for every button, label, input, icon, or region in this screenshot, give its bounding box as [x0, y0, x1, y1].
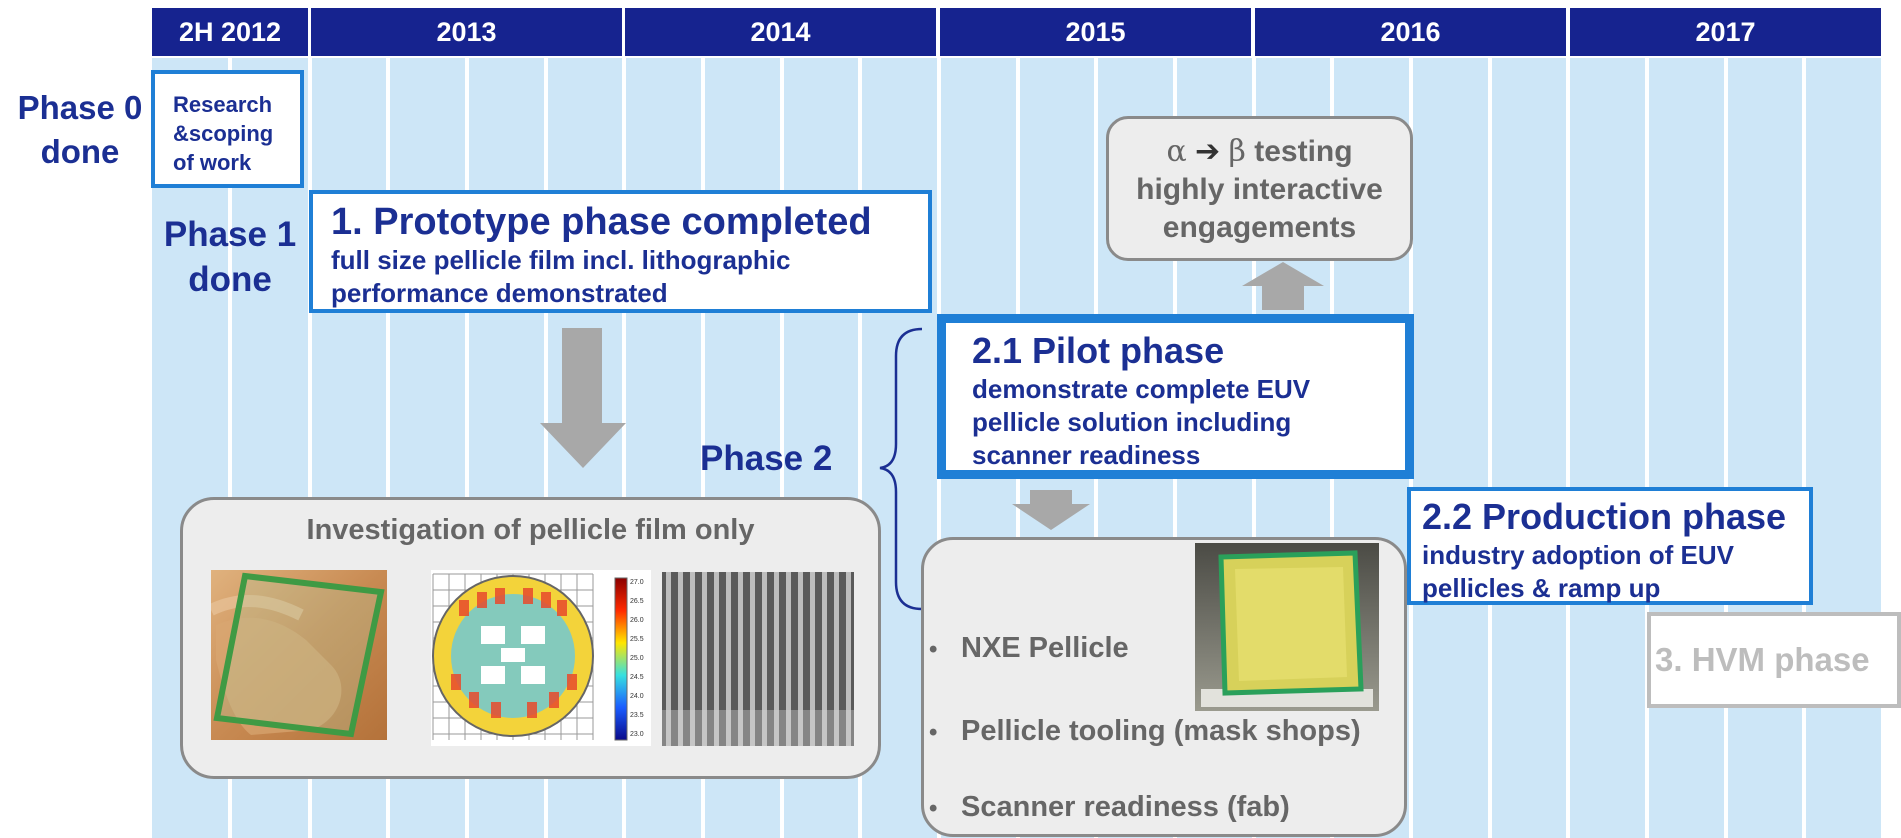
hvm-phase-box: 3. HVM phase [1647, 612, 1901, 708]
grid-line [386, 58, 390, 838]
deliverable-label: NXE Pellicle [961, 632, 1129, 664]
year-header-2013: 2013 [311, 8, 622, 56]
year-header-2014: 2014 [625, 8, 936, 56]
colorbar-tick: 27.0 [630, 579, 644, 586]
colorbar-tick: 24.5 [630, 674, 644, 681]
phase2-label: Phase 2 [700, 439, 833, 478]
grid-line [1724, 58, 1728, 838]
bullet-icon: • [929, 636, 938, 663]
phase1-label-line2: done [188, 260, 272, 299]
grid-line [465, 58, 469, 838]
alpha-symbol: α [1166, 134, 1187, 169]
deliverable-item-pellicle-tooling: • Pellicle tooling (mask shops) [929, 715, 1361, 748]
grid-line [544, 58, 548, 838]
wafer-map-chart: 27.0 26.5 26.0 25.5 25.0 24.5 24.0 23.5 … [431, 570, 651, 746]
production-phase-desc-line1: industry adoption of EUV [1422, 540, 1734, 570]
deliverable-item-scanner-readiness: • Scanner readiness (fab) [929, 791, 1290, 824]
sem-line-pattern-image [662, 572, 854, 746]
colorbar-tick: 24.0 [630, 693, 644, 700]
pilot-phase-desc-line: demonstrate complete EUV [972, 374, 1311, 404]
pellicle-hand-photo [211, 570, 387, 740]
down-arrow-icon [1012, 490, 1090, 530]
grid-line [1802, 58, 1806, 838]
pilot-phase-desc-line: scanner readiness [972, 440, 1201, 470]
pilot-phase-desc-line: pellicle solution including [972, 407, 1292, 437]
testing-line3: engagements [1162, 211, 1357, 244]
alpha-beta-testing-box: α ➔ β testing highly interactive engagem… [1106, 116, 1413, 261]
phase0-box-line: &scoping [173, 121, 274, 146]
grid-line [858, 58, 862, 838]
grid-line [1488, 58, 1492, 838]
year-header-2015: 2015 [940, 8, 1251, 56]
grid-line [228, 58, 232, 838]
colorbar-tick: 26.0 [630, 617, 644, 624]
grid-line [1645, 58, 1649, 838]
deliverable-label: Scanner readiness (fab) [961, 791, 1290, 823]
phase2-bracket [879, 327, 923, 611]
grid-line [780, 58, 784, 838]
deliverable-item-nxe-pellicle: • NXE Pellicle [929, 632, 1129, 665]
prototype-phase-desc-line2: performance demonstrated [331, 278, 668, 308]
year-header-2h2012: 2H 2012 [152, 8, 308, 56]
colorbar-tick: 25.0 [630, 655, 644, 662]
testing-line2: highly interactive [1136, 173, 1383, 206]
testing-line1: α ➔ β testing [1109, 133, 1410, 171]
grid-line [1566, 58, 1570, 838]
production-phase-box: 2.2 Production phase industry adoption o… [1407, 487, 1813, 605]
deliverable-label: Pellicle tooling (mask shops) [961, 715, 1361, 747]
phase0-label-line1: Phase 0 [17, 89, 143, 126]
year-header-2017: 2017 [1570, 8, 1881, 56]
grid-line [622, 58, 626, 838]
pilot-phase-title: 2.1 Pilot phase [972, 330, 1225, 371]
year-header-2016: 2016 [1255, 8, 1566, 56]
colorbar-tick: 23.0 [630, 731, 644, 738]
prototype-phase-box: 1. Prototype phase completed full size p… [309, 190, 932, 313]
prototype-phase-title: 1. Prototype phase completed [331, 201, 872, 243]
bullet-icon: • [929, 795, 938, 822]
phase0-research-box: Research &scoping of work [151, 70, 304, 188]
phase0-box-line: of work [173, 150, 252, 175]
phase0-box-line: Research [173, 92, 273, 117]
phase0-label-line2: done [40, 133, 120, 170]
colorbar-tick: 23.5 [630, 712, 644, 719]
colorbar-tick: 26.5 [630, 598, 644, 605]
grid-line [308, 58, 312, 838]
phase1-label: Phase 1 done [150, 212, 310, 302]
grid-line [701, 58, 705, 838]
production-phase-title: 2.2 Production phase [1422, 496, 1787, 537]
colorbar-tick: 25.5 [630, 636, 644, 643]
investigation-title: Investigation of pellicle film only [306, 514, 755, 546]
right-arrow-icon: ➔ [1195, 134, 1221, 169]
beta-symbol: β [1228, 134, 1246, 169]
up-arrow-icon [1242, 262, 1324, 310]
phase1-label-line1: Phase 1 [163, 215, 297, 254]
nxe-pellicle-photo [1195, 543, 1379, 711]
pilot-phase-box: 2.1 Pilot phase demonstrate complete EUV… [937, 314, 1414, 479]
phase0-label: Phase 0 done [0, 86, 160, 174]
production-phase-desc-line2: pellicles & ramp up [1422, 573, 1661, 603]
testing-word: testing [1254, 135, 1353, 168]
bullet-icon: • [929, 719, 938, 746]
prototype-phase-desc-line1: full size pellicle film incl. lithograph… [331, 245, 791, 275]
down-arrow-icon [540, 328, 626, 468]
